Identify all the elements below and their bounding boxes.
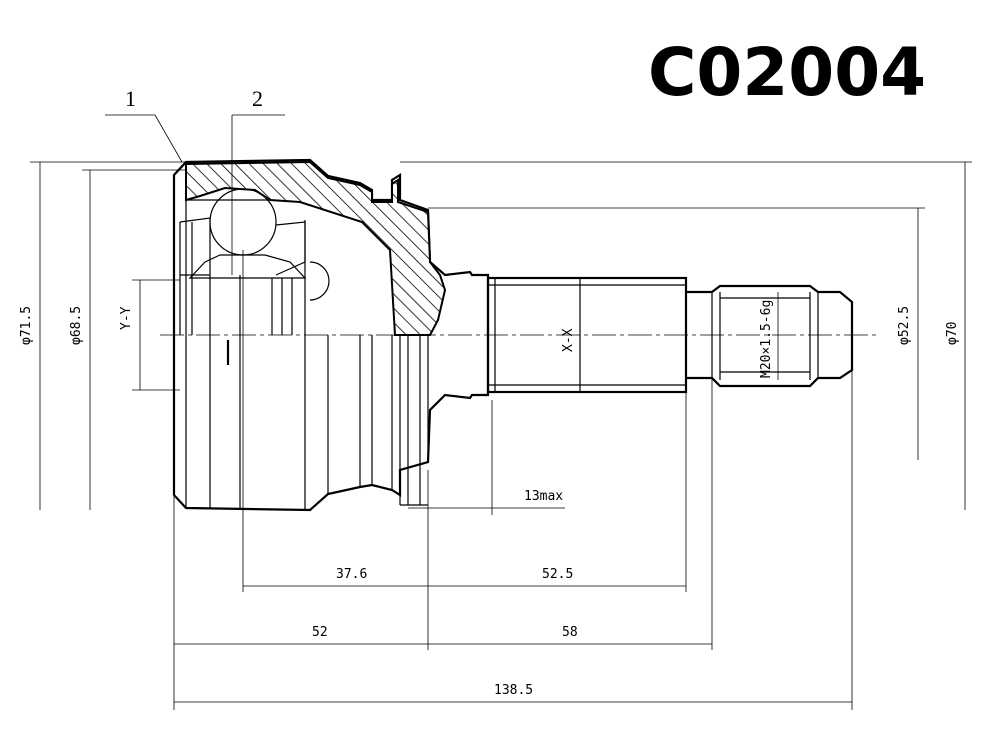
left-diameter-dims [30,161,186,510]
dim-dia-71-5: φ71.5 [19,306,34,345]
dim-dia-52-5: φ52.5 [897,306,912,345]
dim-section-yy: Y-Y [119,306,134,330]
dim-58: 58 [562,625,578,640]
callout-1: 1 [125,86,136,111]
callout-2: 2 [252,86,263,111]
callout-leaders [105,114,285,275]
dim-thread: M20×1.5-6g [759,300,774,378]
dim-dia-70: φ70 [945,322,960,345]
right-diameter-dims [400,161,972,510]
dim-138-5: 138.5 [494,683,533,698]
dim-52: 52 [312,625,328,640]
dim-dia-68-5: φ68.5 [69,306,84,345]
dim-section-xx: X-X [561,328,576,352]
dim-13max: 13max [524,489,563,504]
dim-37-6: 37.6 [336,567,367,582]
housing-section-hatch [185,160,447,336]
dim-52-5: 52.5 [542,567,573,582]
length-dims [173,250,853,710]
housing-outline [172,158,490,512]
part-number: C02004 [648,34,926,111]
